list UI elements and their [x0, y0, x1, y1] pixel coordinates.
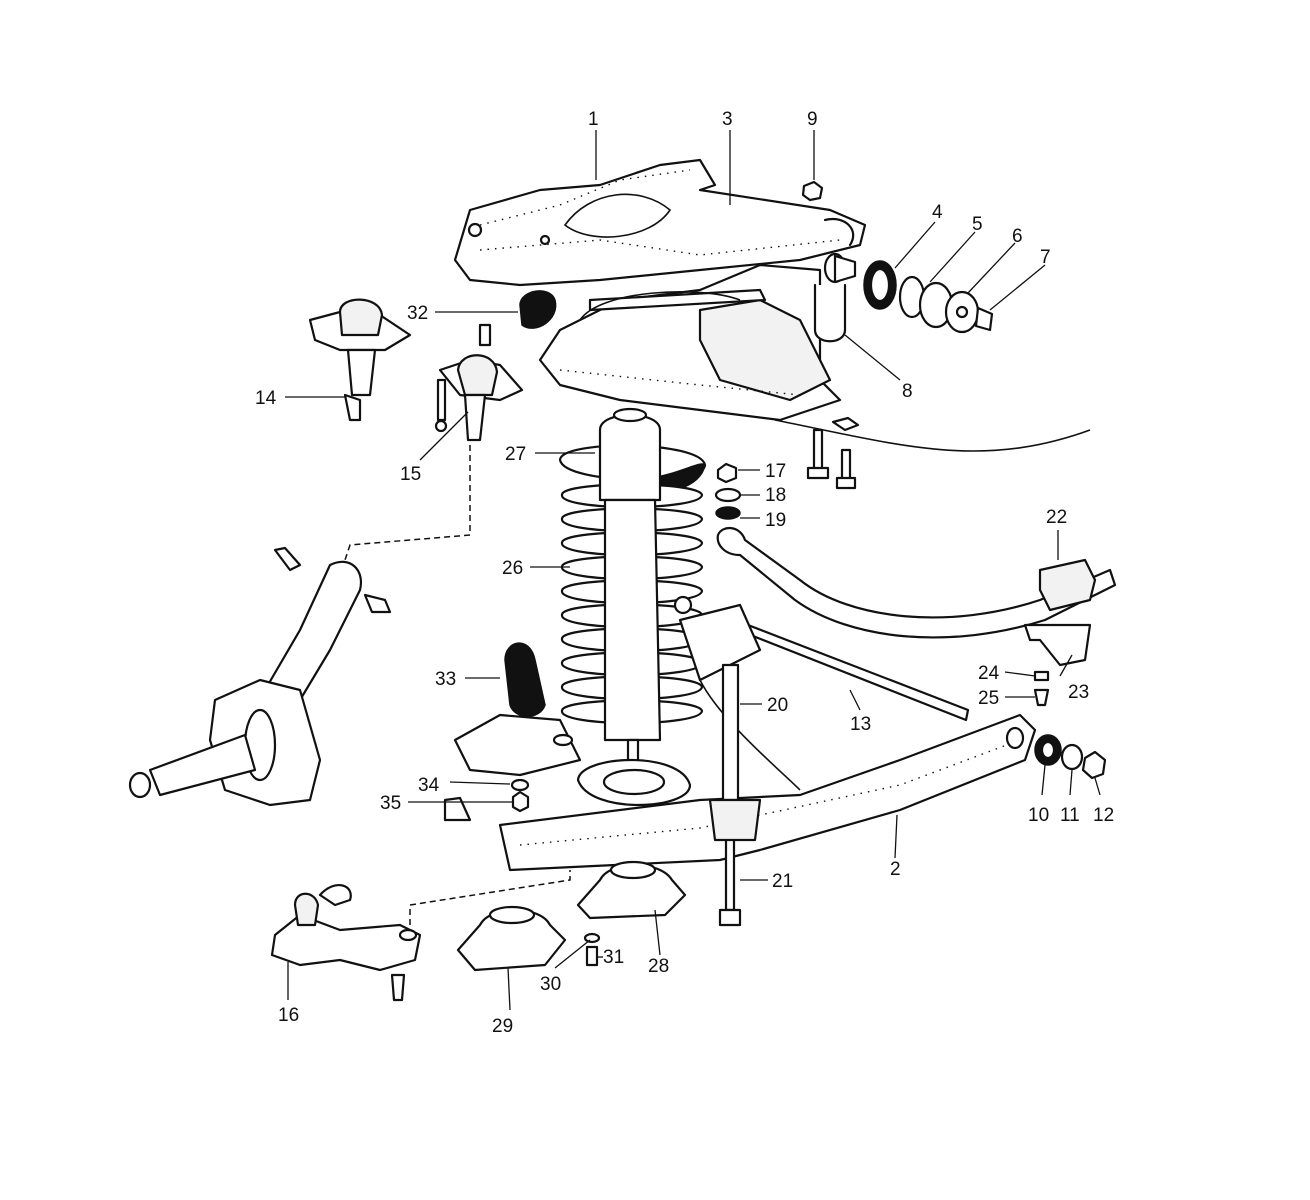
lower-control-arm [498, 603, 1037, 872]
callout-31: 31 [603, 947, 624, 968]
callout-33: 33 [435, 669, 456, 690]
callout-9: 9 [807, 109, 818, 130]
washer-34 [510, 778, 530, 792]
callout-18: 18 [765, 485, 786, 506]
mid-ball-joint [434, 323, 524, 442]
callout-8: 8 [902, 381, 913, 402]
nut-35 [511, 790, 530, 813]
nut-top [801, 180, 824, 202]
callout-17: 17 [765, 461, 786, 482]
callout-20: 20 [767, 695, 788, 716]
callout-26: 26 [502, 558, 523, 579]
callout-5: 5 [972, 214, 983, 235]
callout-23: 23 [1068, 682, 1089, 703]
callout-3: 3 [722, 109, 733, 130]
callout-1: 1 [588, 109, 599, 130]
bump-stop-upper [519, 290, 557, 329]
u-bolt [813, 283, 847, 343]
upper-mount-bracket [538, 263, 1091, 452]
callout-10: 10 [1028, 805, 1049, 826]
upper-ball-joint [308, 298, 412, 422]
callout-labels: 1 3 9 4 5 6 7 8 32 14 15 27 17 18 19 22 … [255, 109, 1114, 1037]
upper-control-arm [453, 158, 867, 287]
callout-14: 14 [255, 388, 277, 409]
callout-6: 6 [1012, 226, 1023, 247]
stabilizer-bar [716, 527, 1117, 707]
bolt-21 [724, 833, 736, 912]
callout-27: 27 [505, 444, 526, 465]
callout-19: 19 [765, 510, 786, 531]
assembly-line-upper [344, 445, 471, 561]
callout-21: 21 [772, 871, 793, 892]
callout-12: 12 [1093, 805, 1114, 826]
stabilizer-washers [714, 462, 742, 520]
callout-25: 25 [978, 688, 999, 709]
callout-7: 7 [1040, 247, 1051, 268]
callout-22: 22 [1046, 507, 1067, 528]
lower-ball-joint [270, 884, 422, 1002]
bolt-20 [721, 663, 740, 802]
seat-plate-29 [456, 905, 567, 972]
callout-32: 32 [407, 303, 428, 324]
callout-4: 4 [932, 202, 943, 223]
callout-16: 16 [278, 1005, 299, 1026]
callout-2: 2 [890, 859, 901, 880]
callout-30: 30 [540, 974, 561, 995]
bracket-bolts [806, 416, 860, 490]
seat-plate-28 [576, 860, 687, 920]
callout-35: 35 [380, 793, 401, 814]
callout-15: 15 [400, 464, 421, 485]
steering-knuckle [128, 546, 392, 807]
callout-29: 29 [492, 1016, 513, 1037]
callout-28: 28 [648, 956, 669, 977]
shock-absorber [598, 407, 662, 792]
leader-lines [285, 130, 1101, 1011]
callout-13: 13 [850, 714, 871, 735]
pivot-bushing-set [823, 252, 994, 334]
assembly-line-lower [409, 870, 571, 925]
callout-11: 11 [1060, 805, 1080, 826]
callout-24: 24 [978, 663, 1000, 684]
lower-bushing-set [1034, 734, 1107, 780]
callout-34: 34 [418, 775, 440, 796]
bump-stop-lower [504, 642, 546, 717]
